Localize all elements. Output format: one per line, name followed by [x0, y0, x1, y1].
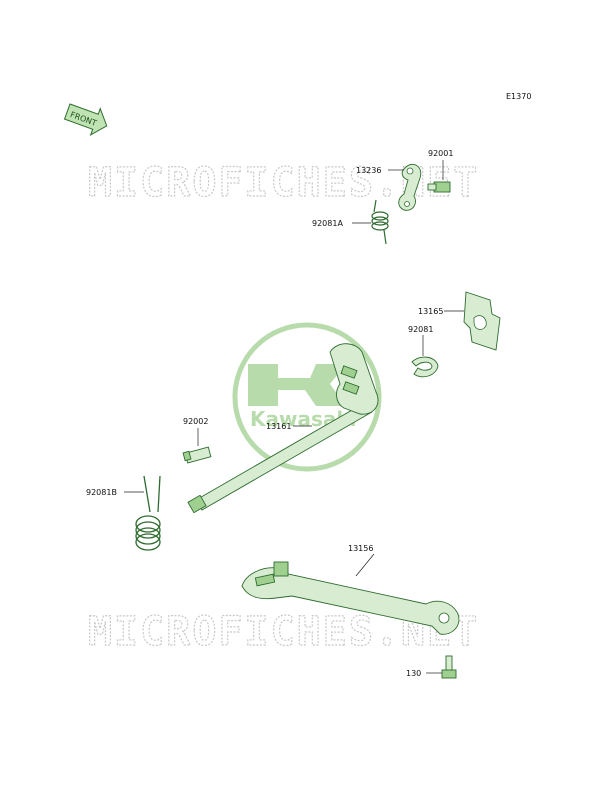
part-130-bolt [441, 655, 457, 679]
part-13165-plate [463, 291, 501, 351]
diagram-code: E1370 [506, 92, 531, 101]
part-92002-stud [182, 446, 212, 464]
label-92081a: 92081A [312, 219, 343, 228]
part-92001-bolt [427, 181, 451, 193]
part-13161-shift-shaft [187, 343, 379, 514]
label-130: 130 [406, 669, 421, 678]
label-92081: 92081 [408, 325, 433, 334]
label-13156: 13156 [348, 544, 373, 553]
label-13236: 13236 [356, 166, 381, 175]
part-92081a-spring [371, 199, 389, 245]
front-arrow-icon: FRONT [63, 103, 108, 137]
part-92081-clip [411, 356, 439, 378]
part-13236-plate [398, 164, 422, 211]
watermark-top: MICROFICHES.NET [88, 160, 479, 206]
part-92081b-spring [135, 475, 161, 551]
label-13165: 13165 [418, 307, 443, 316]
label-92081b: 92081B [86, 488, 117, 497]
part-13156-shift-pedal [241, 561, 460, 635]
label-92002: 92002 [183, 417, 208, 426]
label-92001: 92001 [428, 149, 453, 158]
label-13161: 13161 [266, 422, 291, 431]
